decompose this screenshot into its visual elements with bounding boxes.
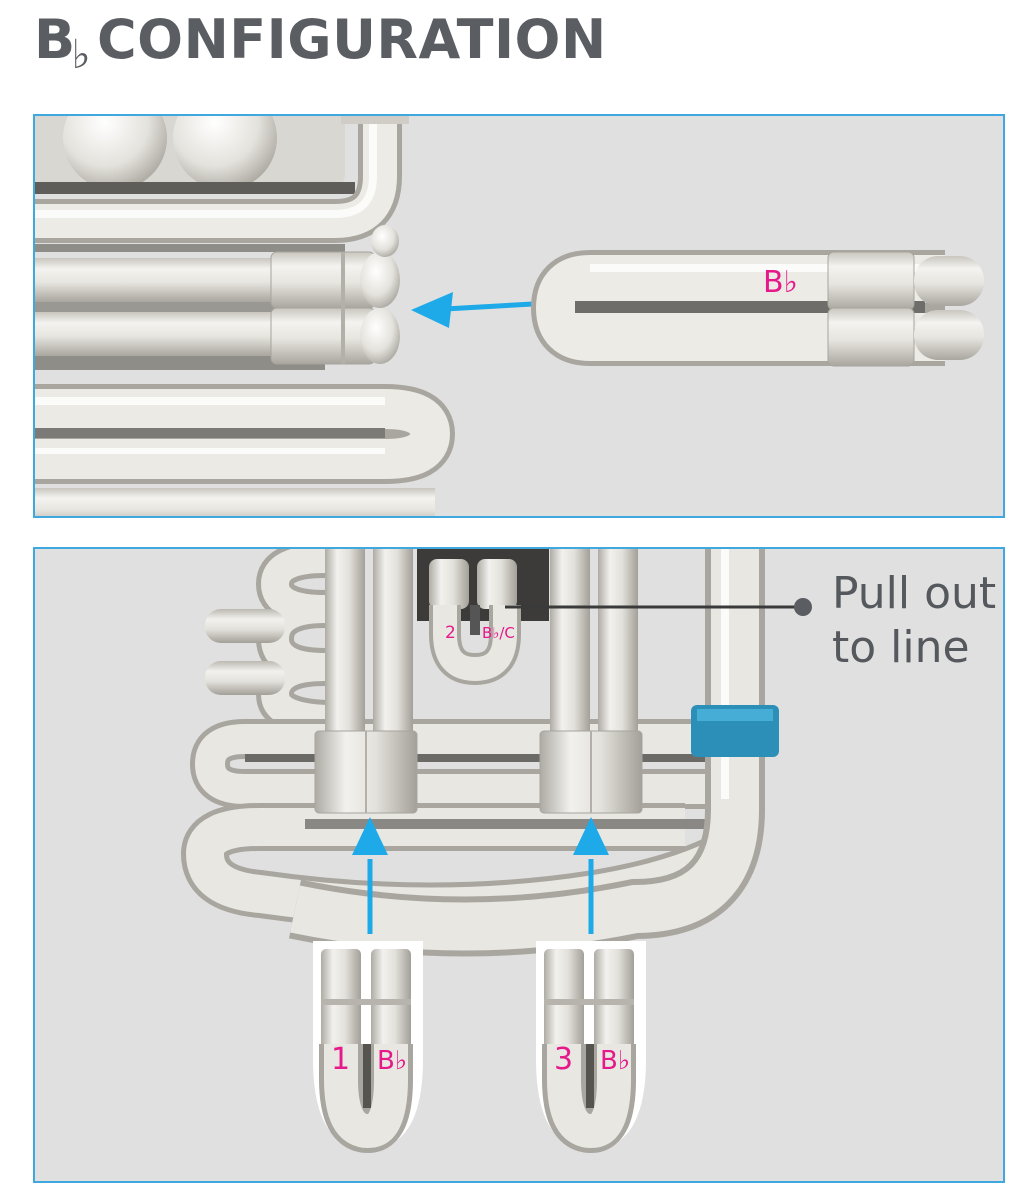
slide-3-number: 3	[554, 1042, 573, 1077]
horizontal-tubes	[180, 549, 779, 957]
slide-2-piece: 2 B♭/C	[417, 549, 549, 686]
insert-arrow	[411, 292, 534, 328]
bottom-diagram-panel: 2 B♭/C 1 B♭	[33, 547, 1005, 1183]
pull-out-callout	[505, 598, 812, 616]
slide-1-number: 1	[331, 1042, 350, 1077]
slide-2-key: B♭/C	[482, 624, 515, 642]
title-flat-symbol: ♭	[71, 32, 92, 78]
lower-u-bend	[35, 384, 456, 516]
serpentine-tubing	[205, 549, 354, 749]
receiving-tubes	[35, 225, 400, 370]
valve-casing	[35, 116, 355, 194]
top-diagram-illustration: B♭	[35, 116, 984, 516]
title-note: B	[34, 8, 76, 71]
page-title: B♭CONFIGURATION	[34, 8, 607, 78]
slide-3-piece: 3 B♭	[536, 941, 646, 1154]
insert-arrow-3	[573, 817, 609, 934]
insert-arrow-1	[352, 817, 388, 934]
pull-out-callout-text: Pull out to line	[832, 567, 1002, 675]
slide-3-key: B♭	[600, 1046, 630, 1076]
callout-line-1: Pull out	[832, 568, 997, 619]
bb-slide-label: B♭	[763, 265, 798, 300]
slide-1-key: B♭	[377, 1046, 407, 1076]
slide-2-number: 2	[445, 623, 456, 643]
slide-1-piece: 1 B♭	[313, 941, 423, 1154]
vertical-valve-tubes	[314, 549, 643, 814]
title-word: CONFIGURATION	[97, 8, 607, 71]
bb-slide-piece: B♭	[530, 250, 984, 367]
upper-bend-tube	[35, 116, 409, 243]
bottom-diagram-illustration: 2 B♭/C 1 B♭	[180, 549, 812, 1154]
top-diagram-panel: B♭	[33, 114, 1005, 518]
callout-line-2: to line	[832, 622, 970, 673]
